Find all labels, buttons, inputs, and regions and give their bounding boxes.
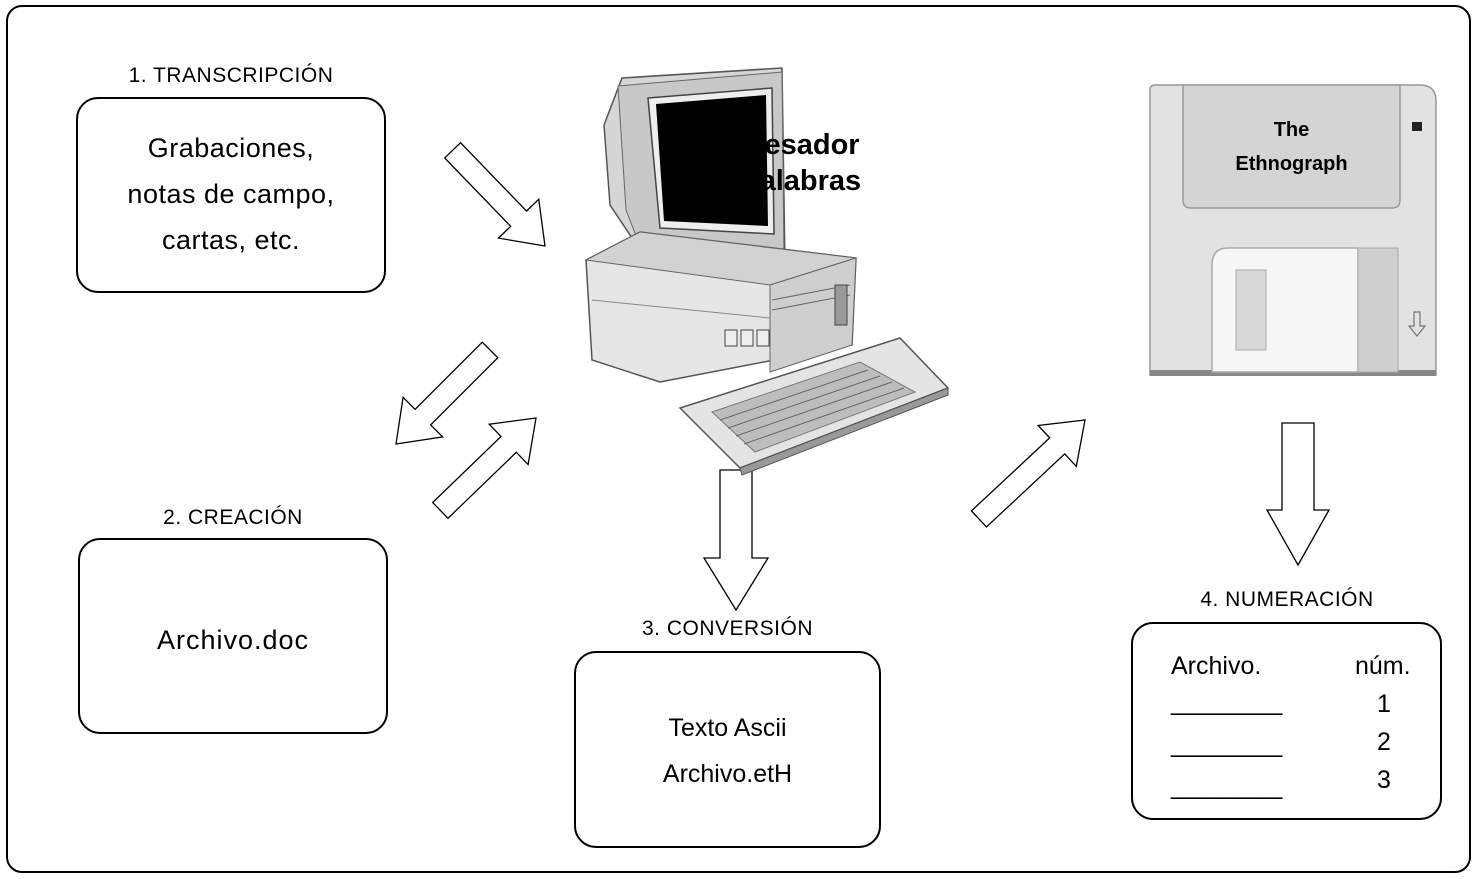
- step3-label: 3. CONVERSIÓN: [641, 617, 814, 640]
- diagram-frame: [6, 5, 1471, 873]
- step3-box-text: Texto Ascii Archivo.etH: [576, 705, 879, 797]
- arrow-disk-to-numeracion: [1265, 422, 1331, 567]
- disk-label-line2: Ethnograph: [1235, 153, 1348, 175]
- step2-label: 2. CREACIÓN: [163, 506, 303, 529]
- numbering-row-num: 1: [1377, 690, 1391, 718]
- step1-box: Grabaciones, notas de campo, cartas, etc…: [76, 97, 386, 293]
- screen-text-line1: Procesador: [700, 129, 860, 161]
- step3-line: Archivo.etH: [662, 760, 793, 788]
- arrow-transcripcion-to-computer: [443, 141, 546, 247]
- step2-line: Archivo.doc: [156, 625, 310, 655]
- arrow-conversion-to-disk: [970, 419, 1086, 528]
- arrow-creacion-to-computer: [431, 417, 537, 520]
- step3-line: Texto Ascii: [668, 714, 787, 742]
- step1-line: notas de campo,: [127, 179, 335, 209]
- arrow-computer-to-conversion: [702, 469, 770, 612]
- step4-box: Archivo. núm. ________ 1 ________ 2 ____…: [1131, 622, 1442, 820]
- numbering-header-num: núm.: [1355, 652, 1411, 680]
- floppy-disk-illustration: [1149, 84, 1437, 376]
- step1-box-text: Grabaciones, notas de campo, cartas, etc…: [78, 125, 384, 263]
- numbering-header-file: Archivo.: [1171, 652, 1262, 680]
- step1-label: 1. TRANSCRIPCIÓN: [128, 64, 334, 87]
- step4-label: 4. NUMERACIÓN: [1200, 588, 1374, 611]
- numbering-row-blank: ________: [1171, 688, 1283, 716]
- step1-line: cartas, etc.: [161, 225, 301, 255]
- arrow-computer-to-creacion: [395, 341, 499, 445]
- step1-line: Grabaciones,: [147, 133, 315, 163]
- step2-box: Archivo.doc: [78, 538, 388, 734]
- screen-text-line2: de palabras: [700, 165, 862, 197]
- numbering-row-blank: ________: [1171, 730, 1283, 758]
- numbering-row-num: 2: [1377, 728, 1391, 756]
- numbering-row-blank: ________: [1171, 772, 1283, 800]
- step3-box: Texto Ascii Archivo.etH: [574, 651, 881, 848]
- numbering-row-num: 3: [1377, 766, 1391, 794]
- disk-label-line1: The: [1273, 119, 1310, 141]
- computer-illustration: [584, 67, 950, 476]
